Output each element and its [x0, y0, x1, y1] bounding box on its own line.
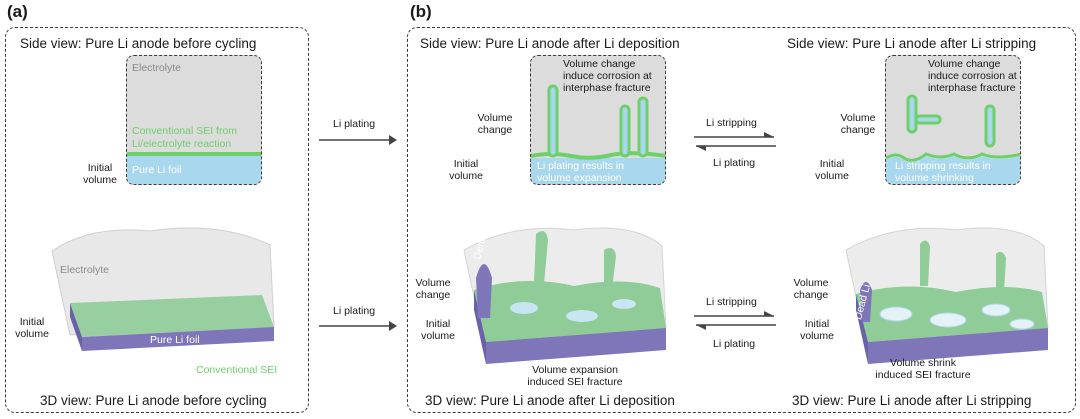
- deposition-corrosion-label-3: interphase fracture: [563, 82, 651, 94]
- stripping-corrosion-label-2: induce corrosion at: [928, 70, 1017, 82]
- stripping-volume-change-label-1: Volume: [840, 112, 876, 124]
- stripping-result-label-2: volume shrinking: [895, 172, 974, 184]
- panel-a-sei-label-1: Conventional SEI from: [132, 125, 238, 137]
- panel-b-strip-side-title: Side view: Pure Li anode after Li stripp…: [787, 36, 1037, 51]
- panel-b-dep-3d-title: 3D view: Pure Li anode after Li depositi…: [425, 393, 675, 408]
- top-plating-label: Li plating: [713, 157, 756, 169]
- deposition-3d-volume-change-label-1: Volume: [415, 277, 451, 289]
- stripping-initial-label-2: volume: [815, 170, 849, 182]
- plating-arrow-bottom: [319, 321, 397, 331]
- deposition-volume-change-label-2: change: [477, 124, 513, 136]
- deposition-corrosion-label-2: induce corrosion at: [563, 70, 652, 82]
- deposition-initial-label-2: volume: [449, 170, 483, 182]
- panel-a-li-foil-layer: [127, 156, 261, 184]
- bottom-exchange-arrows: [694, 311, 776, 330]
- stripping-3d-volume-change-label-1: Volume: [793, 277, 829, 289]
- panel-a-electrolyte-label: Electrolyte: [132, 62, 182, 74]
- panel-a-3d-initial-label-1: Initial: [19, 316, 45, 328]
- panel-a-3d-foil-label: Pure Li foil: [150, 334, 200, 346]
- panel-a-sei-label-2: Li/electrolyte reaction: [132, 138, 232, 150]
- deposition-3d-initial-label-2: volume: [421, 330, 455, 342]
- stripping-corrosion-label-1: Volume change: [928, 58, 1001, 70]
- panel-a-frame: [5, 27, 309, 413]
- top-exchange-arrows: [694, 132, 776, 151]
- deposition-side-illustration: [531, 84, 665, 184]
- bottom-plating-label: Li plating: [713, 338, 756, 350]
- stripping-3d-initial-label-1: Initial: [804, 318, 830, 330]
- panel-a-side-title: Side view: Pure Li anode before cycling: [20, 36, 257, 51]
- panel-a-3d-illustration: [51, 227, 275, 351]
- plating-arrow-bottom-label: Li plating: [333, 305, 376, 317]
- expansion-label-2: induced SEI fracture: [527, 376, 623, 388]
- stripping-corrosion-label-3: interphase fracture: [928, 82, 1016, 94]
- deposition-corrosion-label-1: Volume change: [563, 58, 636, 70]
- panel-a-sei-layer: [127, 152, 261, 156]
- panel-a-3d-title: 3D view: Pure Li anode before cycling: [40, 393, 267, 408]
- shrink-label-1: Volume shrink: [890, 357, 956, 369]
- plating-arrow-top: [319, 135, 397, 145]
- deposition-3d-initial-label-1: Initial: [425, 318, 451, 330]
- deposition-result-label-1: Li plating results in: [537, 160, 624, 172]
- stripping-3d-volume-change-label-2: change: [793, 289, 829, 301]
- deposition-result-label-2: volume expansion: [537, 172, 622, 184]
- stripping-side-illustration: [886, 94, 1020, 184]
- panel-a-3d-electrolyte-label: Electrolyte: [60, 264, 110, 276]
- deposition-volume-change-label-1: Volume: [477, 112, 513, 124]
- stripping-side-box: [885, 55, 1021, 185]
- top-stripping-label: Li stripping: [706, 117, 757, 129]
- panel-a-side-box: [126, 55, 262, 185]
- shrink-label-2: induced SEI fracture: [875, 369, 971, 381]
- deposition-side-box: [530, 55, 666, 185]
- stripping-3d-illustration: [845, 227, 1049, 364]
- stripping-volume-change-label-2: change: [840, 124, 876, 136]
- stripping-3d-initial-label-2: volume: [800, 330, 834, 342]
- deposition-3d-volume-change-label-2: change: [415, 289, 451, 301]
- stripping-initial-label-1: Initial: [819, 158, 845, 170]
- deposition-3d-illustration: [463, 227, 667, 364]
- panel-a-foil-label: Pure Li foil: [132, 164, 182, 176]
- deposition-initial-label-1: Initial: [453, 158, 479, 170]
- panel-a-3d-initial-label-2: volume: [15, 328, 49, 340]
- panel-b-strip-3d-title: 3D view: Pure Li anode after Li strippin…: [792, 393, 1032, 408]
- panel-a-letter: (a): [7, 2, 28, 21]
- expansion-label-1: Volume expansion: [532, 364, 618, 376]
- panel-b-letter: (b): [410, 2, 432, 21]
- stripping-result-label-1: Li stripping results in: [895, 160, 991, 172]
- plating-arrow-top-label: Li plating: [333, 118, 376, 130]
- panel-a-initial-label-2: volume: [83, 174, 117, 186]
- panel-b-frame: [407, 27, 1076, 413]
- panel-a-3d-sei-label: Conventional SEI: [196, 364, 278, 376]
- panel-a-initial-label-1: Initial: [87, 162, 113, 174]
- bottom-stripping-label: Li stripping: [706, 296, 757, 308]
- panel-b-dep-side-title: Side view: Pure Li anode after Li deposi…: [420, 36, 680, 51]
